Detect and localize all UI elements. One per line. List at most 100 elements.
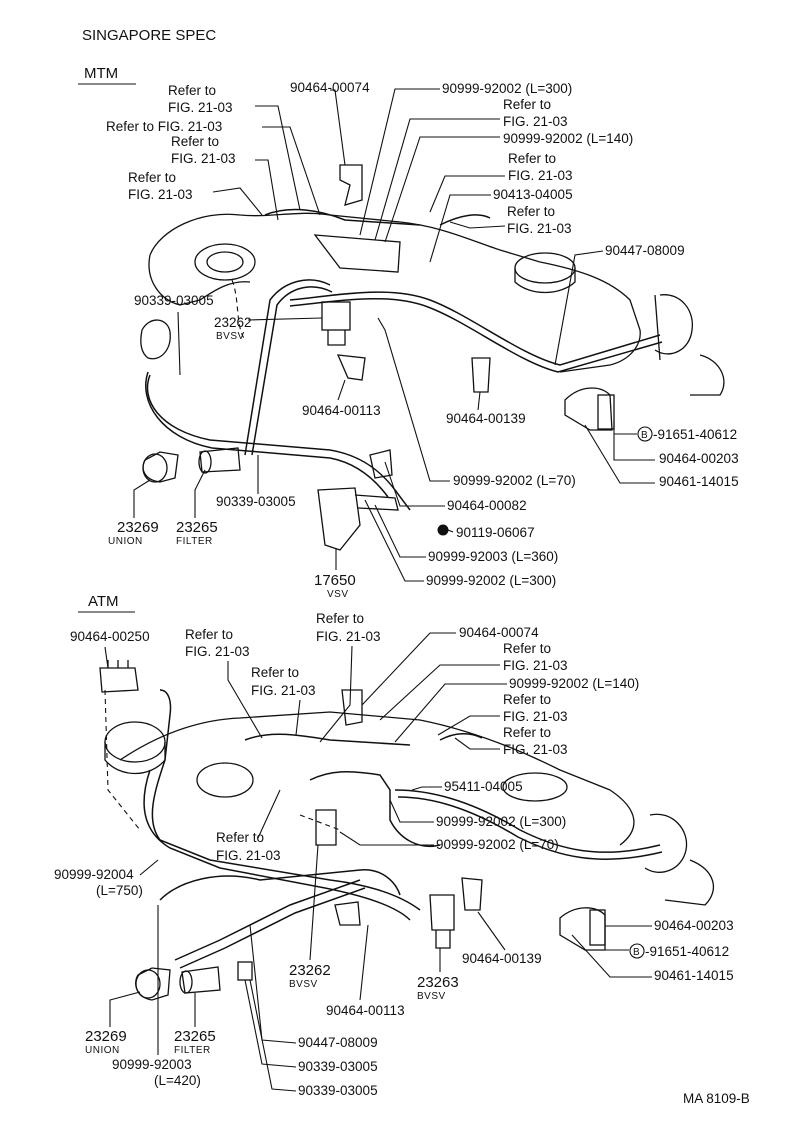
mtm-label-90339-03005-b: 90339-03005 xyxy=(216,494,296,509)
atm-leader-23269 xyxy=(109,991,141,1027)
mtm-refer-label-6b: FIG. 21-03 xyxy=(508,168,573,183)
mtm-leader-l300-bot xyxy=(364,499,424,582)
atm-label-90999-92002-l140: 90999-92002 (L=140) xyxy=(509,676,639,691)
atm-hose-top xyxy=(244,733,411,746)
atm-refer-label-3a: Refer to xyxy=(251,665,299,680)
mtm-leader-00113 xyxy=(337,379,346,401)
mtm-label-17650: 17650 xyxy=(314,572,356,589)
mtm-hose-long-2 xyxy=(289,297,663,373)
mtm-vsv-17650 xyxy=(317,487,361,551)
mtm-clamp-00139 xyxy=(471,357,491,393)
mtm-labels: Refer to FIG. 21-03 Refer to FIG. 21-03 … xyxy=(106,80,739,600)
atm-label-90461-14015: 90461-14015 xyxy=(654,968,734,983)
mtm-refer-label-7b: FIG. 21-03 xyxy=(507,221,572,236)
mtm-label-90461-14015: 90461-14015 xyxy=(659,474,739,489)
atm-leader-4 xyxy=(379,664,500,721)
mtm-section-title: MTM xyxy=(84,65,118,82)
mtm-refer-label-1a: Refer to xyxy=(168,83,216,98)
mtm-leader-23265 xyxy=(194,469,206,518)
atm-hose-long-2 xyxy=(397,796,663,860)
atm-hose-long xyxy=(394,789,661,853)
mtm-leader-23262 xyxy=(247,317,323,321)
mtm-leader-00074 xyxy=(330,89,346,166)
atm-bvsv-23262 xyxy=(315,809,337,846)
atm-label-91651-40612: -91651-40612 xyxy=(645,944,729,959)
mtm-filter-23265 xyxy=(199,447,241,473)
mtm-leader-7 xyxy=(449,221,506,229)
mtm-label-90447-08009: 90447-08009 xyxy=(605,243,685,258)
mtm-label-90999-92003-l360: 90999-92003 (L=360) xyxy=(428,549,558,564)
atm-leader-6 xyxy=(454,737,500,750)
atm-leader-2 xyxy=(319,645,353,743)
atm-leader-92004 xyxy=(139,859,159,876)
atm-refer-label-7a: Refer to xyxy=(216,830,264,845)
mtm-label-90413-04005: 90413-04005 xyxy=(493,187,573,202)
atm-leader-23262 xyxy=(309,844,319,961)
mtm-b-marker xyxy=(637,426,653,442)
atm-leader-l140 xyxy=(394,683,507,743)
mtm-clamp-00113 xyxy=(336,354,366,381)
mtm-hose-riser-2 xyxy=(251,286,333,456)
atm-refer-label-5a: Refer to xyxy=(503,692,551,707)
mtm-plenum xyxy=(313,234,401,273)
mtm-clamp-00203 xyxy=(597,394,615,430)
atm-egr-valve xyxy=(104,721,166,763)
atm-leader-00250 xyxy=(104,646,109,669)
atm-label-90999-92002-l70: 90999-92002 (L=70) xyxy=(436,837,559,852)
atm-label-l420: (L=420) xyxy=(154,1073,201,1088)
atm-refer-label-2b: FIG. 21-03 xyxy=(316,629,381,644)
atm-hose-filter-2 xyxy=(179,887,366,969)
atm-clamp-00250 xyxy=(99,667,139,693)
atm-refer-label-1a: Refer to xyxy=(185,627,233,642)
mtm-label-90999-92002-l140: 90999-92002 (L=140) xyxy=(503,131,633,146)
mtm-refer-label-3b: FIG. 21-03 xyxy=(171,151,236,166)
mtm-throttle-body xyxy=(194,243,256,281)
atm-leader-14015 xyxy=(571,934,652,978)
mtm-leader-03005-a xyxy=(177,311,181,376)
mtm-bvsv-stem xyxy=(327,330,346,346)
atm-label-23265: 23265 xyxy=(174,1028,216,1045)
atm-leader-l300 xyxy=(389,799,434,823)
atm-b-marker xyxy=(629,943,645,959)
atm-filter-end xyxy=(179,970,193,994)
mtm-leader-08009 xyxy=(554,250,604,366)
mtm-bracket-90461 xyxy=(564,387,613,431)
atm-label-l750: (L=750) xyxy=(96,883,143,898)
atm-section-title: ATM xyxy=(88,593,119,610)
mtm-hose-lower xyxy=(146,374,411,511)
atm-refer-label-3b: FIG. 21-03 xyxy=(251,683,316,698)
mtm-leader-00203 xyxy=(613,420,655,461)
atm-refer-label-7b: FIG. 21-03 xyxy=(216,848,281,863)
atm-hidden-line-1 xyxy=(104,689,141,831)
mtm-label-90119-06067: 90119-06067 xyxy=(456,525,535,540)
atm-refer-label-2a: Refer to xyxy=(316,611,364,626)
atm-label-90464-00250: 90464-00250 xyxy=(70,629,150,644)
atm-union-face xyxy=(135,969,161,999)
atm-leader-00074 xyxy=(361,632,456,706)
mtm-label-90339-03005-a: 90339-03005 xyxy=(134,293,214,308)
atm-label-90999-92004: 90999-92004 xyxy=(54,867,134,882)
mtm-label-23269: 23269 xyxy=(117,519,159,536)
mtm-canister-bracket xyxy=(654,294,725,396)
atm-filter-23265 xyxy=(181,966,221,994)
atm-canister xyxy=(644,813,688,873)
atm-label-90447-08009: 90447-08009 xyxy=(298,1035,378,1050)
atm-label-90464-00113: 90464-00113 xyxy=(326,1003,405,1018)
atm-hose-filter xyxy=(174,879,361,961)
mtm-label-90999-92002-l300-top: 90999-92002 (L=300) xyxy=(442,81,572,96)
atm-label-90464-00139: 90464-00139 xyxy=(462,951,542,966)
mtm-valve-left xyxy=(140,319,171,360)
mtm-refer-label-4a: Refer to xyxy=(128,170,176,185)
mtm-refer-label-5b: FIG. 21-03 xyxy=(503,114,568,129)
mtm-leader-5 xyxy=(374,118,500,241)
atm-leader-00113 xyxy=(359,924,369,1001)
atm-engine-drawing xyxy=(99,660,714,1001)
mtm-leader-3 xyxy=(255,159,279,221)
mtm-refer-label-6a: Refer to xyxy=(508,151,556,166)
mtm-leader-l140 xyxy=(384,136,500,243)
mtm-leader-lines xyxy=(133,88,655,582)
atm-leader-5 xyxy=(437,715,500,736)
atm-hose-main xyxy=(151,689,421,911)
mtm-clamp-00074 xyxy=(339,164,363,206)
